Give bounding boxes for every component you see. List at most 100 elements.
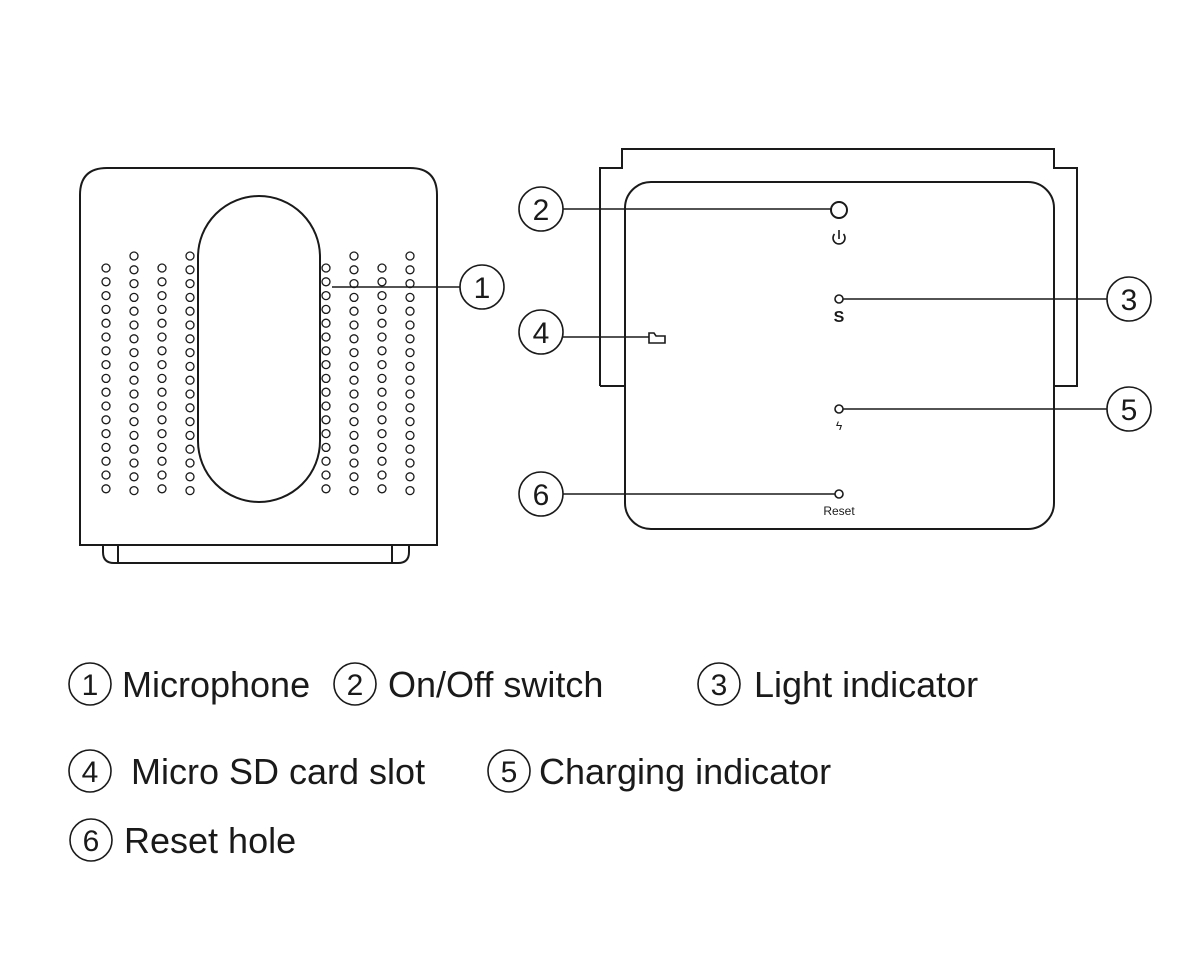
grille-hole — [129, 334, 139, 344]
svg-text:3: 3 — [711, 669, 728, 702]
grille-hole — [185, 320, 195, 330]
grille-hole — [349, 361, 359, 372]
grille-hole — [157, 456, 167, 466]
grille-hole — [157, 442, 167, 453]
callout-2-circle — [518, 186, 564, 232]
grille-hole — [405, 361, 415, 372]
svg-text:2: 2 — [347, 669, 364, 702]
grille-hole — [101, 290, 111, 301]
reset-hole — [834, 489, 844, 499]
grille-hole — [129, 444, 139, 454]
callout-4-number: 4 — [533, 317, 550, 350]
svg-text:4: 4 — [82, 756, 99, 789]
grille-hole — [101, 304, 111, 315]
grille-hole — [101, 359, 111, 370]
speaker-grille — [101, 251, 415, 496]
charging-indicator-led — [834, 404, 844, 414]
grille-hole — [129, 320, 139, 330]
callout-3-circle — [1106, 276, 1152, 322]
svg-text:Charging indicator: Charging indicator — [539, 751, 831, 792]
grille-hole — [101, 456, 111, 466]
grille-hole — [129, 265, 139, 275]
back-view: 2 S 3 4 ϟ 5 Reset 6 — [518, 148, 1152, 530]
grille-hole — [321, 359, 331, 370]
grille-hole — [321, 456, 331, 466]
grille-hole — [405, 430, 415, 441]
grille-hole — [377, 442, 387, 453]
grille-hole — [405, 403, 415, 413]
grille-hole — [185, 361, 195, 372]
front-view: 1 — [79, 167, 505, 564]
legend-item-on-off-switch: 2 On/Off switch — [333, 662, 603, 706]
grille-hole — [377, 428, 387, 439]
grille-hole — [101, 263, 111, 273]
svg-text:1: 1 — [82, 669, 99, 702]
grille-hole — [377, 470, 387, 480]
grille-hole — [185, 389, 195, 399]
callout-4-circle — [518, 309, 564, 355]
sd-card-slot-icon — [648, 332, 666, 344]
grille-hole — [377, 456, 387, 466]
center-pill-panel — [197, 195, 321, 503]
grille-hole — [101, 277, 111, 287]
grille-hole — [405, 472, 415, 482]
grille-hole — [157, 332, 167, 342]
grille-hole — [129, 251, 139, 261]
grille-hole — [157, 415, 167, 425]
grille-hole — [321, 373, 331, 384]
grille-hole — [377, 359, 387, 370]
grille-hole — [185, 265, 195, 275]
svg-text:On/Off switch: On/Off switch — [388, 664, 603, 705]
grille-hole — [405, 251, 415, 261]
grille-hole — [349, 472, 359, 482]
grille-hole — [405, 389, 415, 399]
grille-hole — [185, 472, 195, 482]
grille-hole — [321, 263, 331, 273]
legend-item-micro-sd-card-slot: 4 Micro SD card slot — [68, 749, 425, 793]
svg-text:Reset hole: Reset hole — [124, 820, 296, 861]
grille-hole — [377, 387, 387, 397]
power-icon — [832, 230, 846, 245]
grille-hole — [157, 318, 167, 328]
grille-hole — [129, 458, 139, 468]
grille-hole — [405, 334, 415, 344]
grille-hole — [321, 304, 331, 315]
grille-hole — [405, 265, 415, 275]
svg-text:6: 6 — [83, 825, 100, 858]
callout-3-number: 3 — [1121, 284, 1138, 317]
grille-hole — [129, 361, 139, 372]
grille-hole — [377, 332, 387, 342]
grille-hole — [157, 346, 167, 356]
grille-hole — [101, 401, 111, 411]
light-indicator-led — [834, 294, 844, 304]
grille-hole — [157, 373, 167, 384]
grille-hole — [349, 403, 359, 413]
grille-hole — [377, 346, 387, 356]
grille-hole — [101, 428, 111, 439]
grille-hole — [185, 278, 195, 289]
grille-hole — [349, 430, 359, 441]
grille-hole — [157, 401, 167, 411]
grille-hole — [185, 444, 195, 454]
front-body-outline — [79, 167, 438, 546]
reset-label: Reset — [823, 504, 855, 518]
grille-hole — [377, 263, 387, 273]
power-button — [830, 201, 848, 219]
grille-hole — [101, 318, 111, 328]
grille-hole — [377, 415, 387, 425]
grille-hole — [321, 277, 331, 287]
callout-1-circle — [459, 264, 505, 310]
grille-hole — [349, 292, 359, 303]
legend-item-charging-indicator: 5 Charging indicator — [487, 749, 831, 793]
grille-hole — [129, 485, 139, 496]
grille-hole — [405, 375, 415, 385]
grille-hole — [129, 375, 139, 385]
grille-hole — [101, 484, 111, 494]
grille-hole — [185, 292, 195, 303]
callout-5-circle — [1106, 386, 1152, 432]
grille-hole — [349, 444, 359, 454]
legend: 1 Microphone 2 On/Off switch 3 Light ind… — [68, 662, 978, 862]
callout-6-circle — [518, 471, 564, 517]
grille-hole — [101, 415, 111, 425]
